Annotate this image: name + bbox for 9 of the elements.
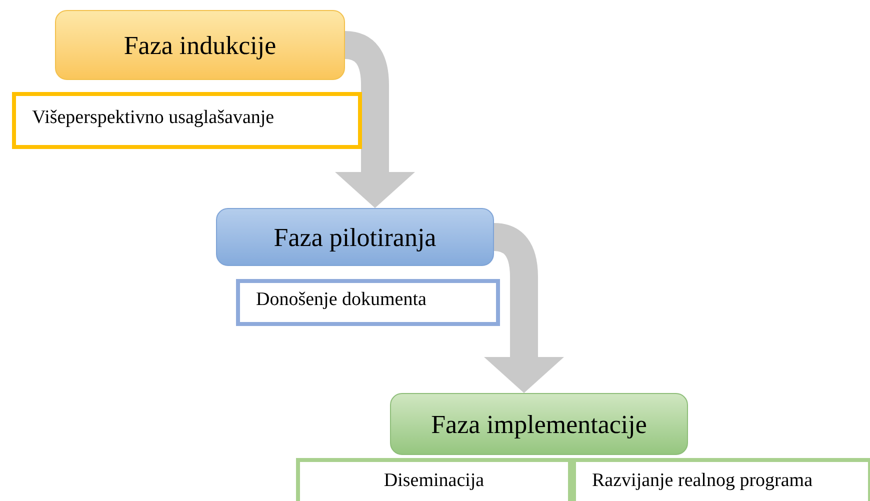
phase-box: Faza pilotiranja [216,208,494,266]
task-box: Višeperspektivno usaglašavanje [12,92,362,149]
task-box: Razvijanje realnog programa [572,458,870,501]
task-box: Diseminacija [296,458,572,501]
phase-box: Faza implementacije [390,393,688,455]
task-box: Donošenje dokumenta [236,279,500,326]
phase-box: Faza indukcije [55,10,345,80]
curved-arrow [335,31,415,208]
curved-arrow [484,223,564,393]
